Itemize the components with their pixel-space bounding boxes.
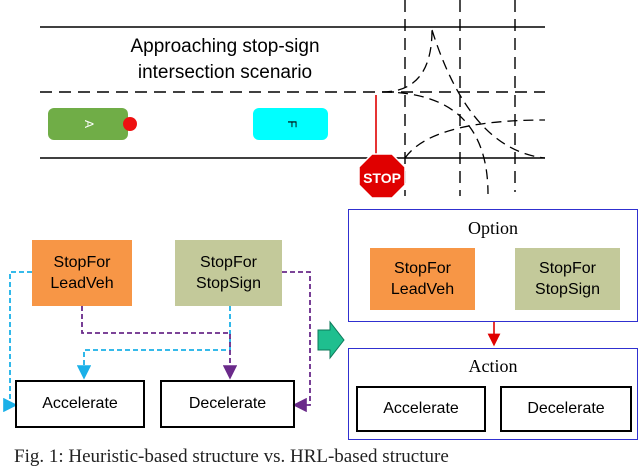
heuristic-decelerate: Decelerate — [160, 380, 295, 428]
stop-sign-icon — [358, 153, 406, 199]
turn-path-left — [381, 91, 489, 195]
hrl-accelerate: Accelerate — [356, 386, 486, 432]
vehicle-a-label: A — [82, 119, 96, 128]
link-lead-to-accelerate-outer — [3, 271, 32, 413]
option-panel-title: Option — [467, 218, 518, 238]
link-lead-to-decelerate — [81, 306, 238, 380]
stop-sign-label: STOP — [363, 170, 401, 186]
link-sign-to-accelerate — [76, 306, 231, 380]
action-panel-title: Action — [468, 356, 518, 376]
heuristic-stop-for-stop-sign: StopFor StopSign — [175, 240, 282, 306]
scenario-title: Approaching stop-sign intersection scena… — [130, 36, 320, 83]
heuristic-accelerate: Accelerate — [15, 380, 145, 428]
vehicle-f-body — [253, 108, 328, 140]
vehicle-a-sensor-dot — [123, 117, 137, 131]
hrl-stop-for-stop-sign: StopFor StopSign — [515, 248, 620, 310]
turn-path-arc — [431, 29, 546, 159]
hrl-stop-for-lead-veh: StopFor LeadVeh — [370, 248, 475, 310]
turn-path-right — [381, 29, 433, 93]
heuristic-stop-for-lead-veh: StopFor LeadVeh — [32, 240, 132, 306]
vehicle-a-body — [48, 108, 128, 140]
figure-caption: Fig. 1: Heuristic-based structure vs. HR… — [14, 446, 449, 467]
turn-path-crossing — [404, 119, 546, 159]
link-sign-to-decelerate-outer — [282, 271, 311, 413]
hrl-decelerate: Decelerate — [500, 386, 632, 432]
structure-connectors — [3, 271, 501, 413]
option-panel — [348, 209, 638, 322]
vehicle-f-label: F — [285, 120, 299, 128]
road-scene — [40, 0, 546, 199]
transition-arrow-icon — [317, 320, 345, 360]
action-panel — [348, 348, 638, 440]
